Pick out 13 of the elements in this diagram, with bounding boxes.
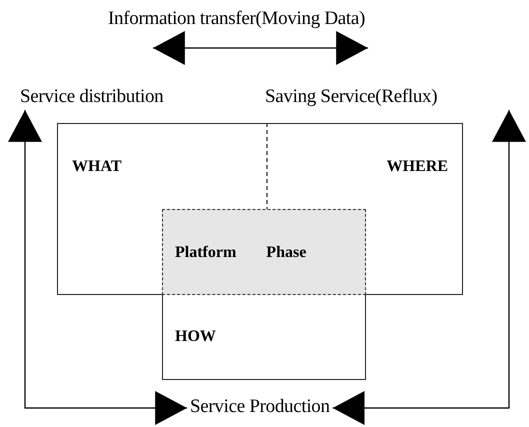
caption-text: Information transfer(Moving Data) — [108, 8, 366, 30]
box-label: Platform Phase — [175, 244, 306, 262]
heading-text: Service distribution — [20, 86, 220, 108]
process-box — [162, 294, 366, 380]
heading-text: Service Production — [190, 396, 330, 418]
connector-arrow — [8, 110, 187, 425]
box-label: WHERE — [386, 158, 448, 176]
box-label: WHAT — [72, 158, 122, 176]
box-label: HOW — [175, 328, 216, 346]
heading-text: Saving Service(Reflux) — [265, 86, 520, 108]
outer-box — [57, 123, 463, 295]
connector-arrow — [332, 110, 526, 425]
platform-box — [162, 209, 366, 295]
